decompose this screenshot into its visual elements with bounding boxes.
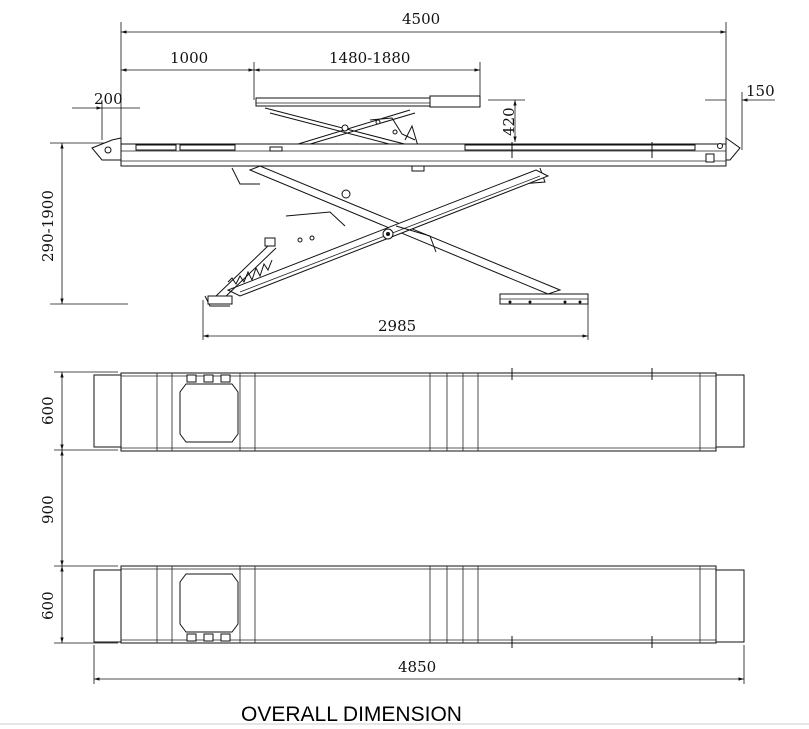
dim-secondary-lift-label: 420	[500, 107, 518, 136]
dim-secondary-lift: 420	[488, 99, 525, 142]
dim-rear-overhang: 150	[705, 82, 775, 150]
dim-overall-length-label: 4500	[402, 10, 440, 28]
dim-height-range-label: 290-1900	[39, 190, 57, 262]
drawing-title: OVERALL DIMENSION	[241, 703, 462, 726]
dim-front-overhang-label: 200	[94, 90, 123, 108]
dim-base-length: 2985	[202, 300, 589, 340]
dim-top-runway-width: 600	[39, 371, 118, 451]
dim-front-offset-label: 1000	[170, 49, 208, 67]
dim-runway-gap: 900	[39, 450, 118, 567]
dim-total-length-label: 4850	[398, 658, 436, 676]
dim-runway-gap-label: 900	[39, 495, 57, 524]
dim-height-range: 290-1900	[39, 142, 128, 305]
side-view: 4500 1000 1480-1880 200 150	[39, 10, 775, 340]
dim-front-offset: 1000	[121, 49, 255, 100]
dim-base-length-label: 2985	[378, 317, 416, 335]
dim-overall-length: 4500	[120, 10, 727, 138]
dim-bottom-runway-width: 600	[39, 566, 118, 644]
dim-bottom-runway-width-label: 600	[39, 591, 57, 620]
top-runway-upper	[93, 368, 745, 452]
top-runway-lower	[93, 565, 745, 648]
dim-rear-overhang-label: 150	[746, 82, 775, 100]
dim-secondary-platform: 1480-1880	[254, 49, 481, 100]
side-lift-body	[91, 95, 741, 307]
dim-secondary-platform-label: 1480-1880	[329, 49, 410, 67]
dim-front-overhang: 200	[72, 90, 140, 140]
top-view: 600 900 600 4850	[39, 368, 745, 684]
dim-top-runway-width-label: 600	[39, 396, 57, 425]
dim-total-length: 4850	[93, 645, 745, 684]
